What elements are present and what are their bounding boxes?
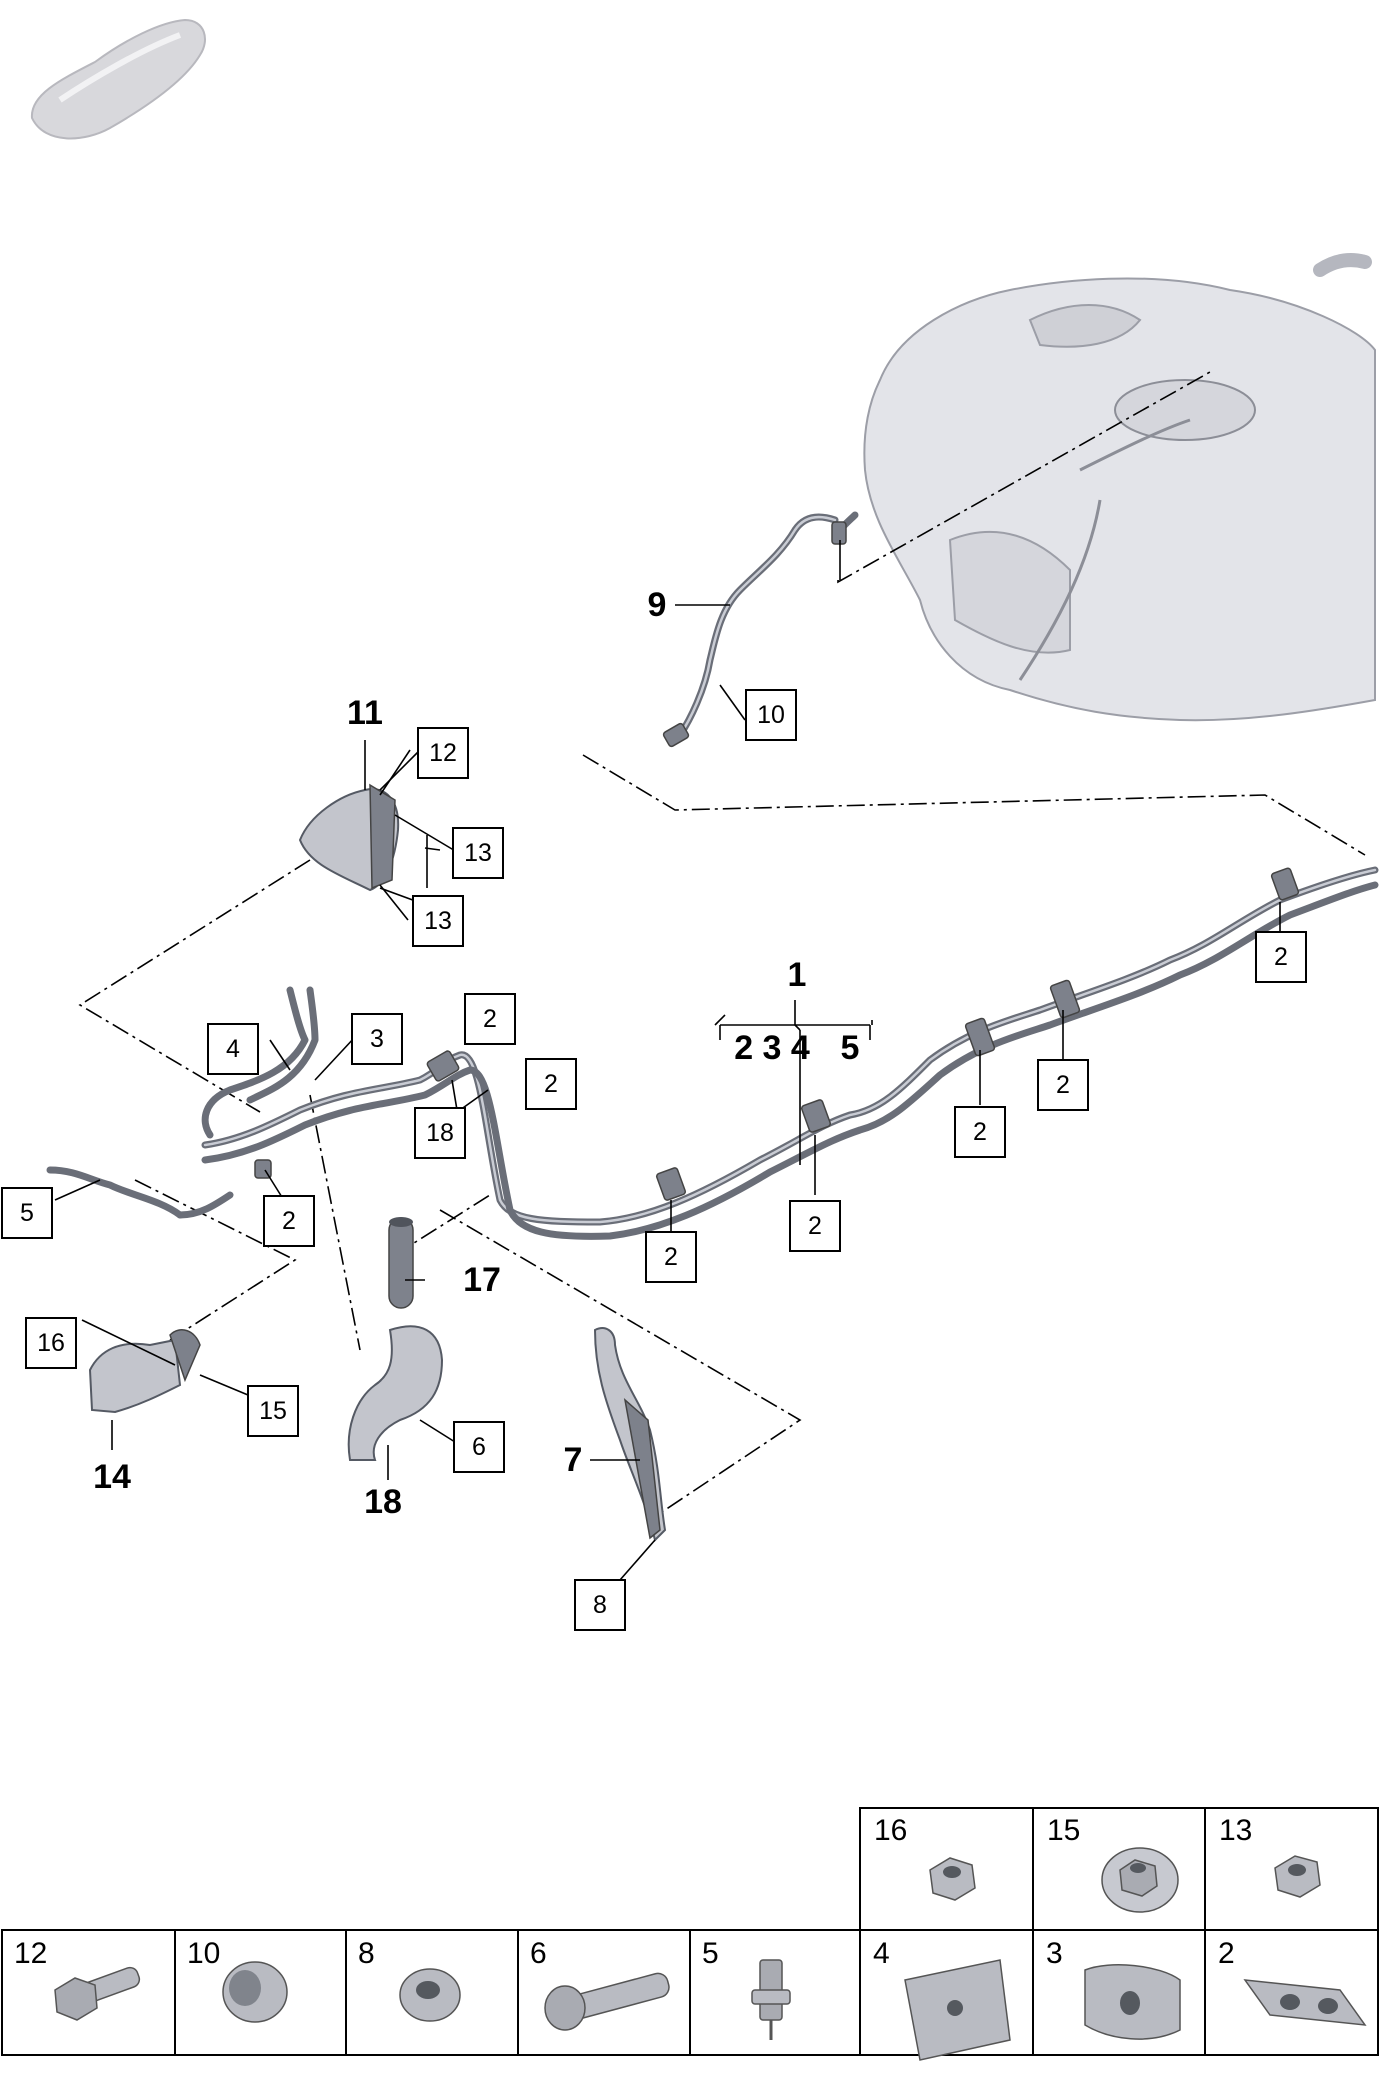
callout-13-upper: 13 <box>452 827 504 879</box>
fuel-tank <box>863 253 1376 722</box>
legend-label-13: 13 <box>1219 1814 1252 1847</box>
heat-shield-part-18 <box>347 1325 444 1461</box>
callout-16: 16 <box>25 1317 77 1369</box>
callout-7: 7 <box>564 1441 583 1479</box>
svg-text:10: 10 <box>757 701 785 729</box>
fuel-line-assembly <box>46 511 1379 1240</box>
svg-text:12: 12 <box>429 739 457 767</box>
legend-label-12: 12 <box>14 1937 47 1970</box>
svg-text:3: 3 <box>370 1025 384 1053</box>
callout-4: 4 <box>207 1023 259 1075</box>
svg-text:6: 6 <box>472 1433 486 1461</box>
legend-label-8: 8 <box>358 1937 375 1970</box>
bracket-part-11 <box>298 783 400 892</box>
legend-label-4: 4 <box>873 1937 890 1970</box>
connection-lines <box>78 371 1366 1521</box>
callout-14: 14 <box>93 1458 131 1496</box>
shield-part-7 <box>593 1327 667 1542</box>
legend-label-6: 6 <box>530 1937 547 1970</box>
callout-1-sub-a: 2 3 4 <box>734 1029 810 1067</box>
callout-3: 3 <box>351 1013 403 1065</box>
legend-label-2: 2 <box>1218 1937 1235 1970</box>
svg-text:8: 8 <box>593 1591 607 1619</box>
stud-part-6 <box>544 1972 670 2031</box>
svg-text:5: 5 <box>20 1199 34 1227</box>
bolt-part-12 <box>54 1966 141 2021</box>
callout-17: 17 <box>463 1261 501 1299</box>
svg-text:2: 2 <box>664 1243 678 1271</box>
svg-text:13: 13 <box>464 839 492 867</box>
callout-2-b: 2 <box>525 1058 577 1110</box>
legend-label-16: 16 <box>874 1814 907 1847</box>
clamp-part-4 <box>904 1959 1011 2061</box>
nut-part-13 <box>1274 1855 1321 1898</box>
callout-2-right: 2 <box>1255 931 1307 983</box>
callout-10: 10 <box>745 689 797 741</box>
svg-text:2: 2 <box>973 1118 987 1146</box>
callout-1-sub-b: 5 <box>841 1029 860 1067</box>
callout-2-f: 2 <box>789 1200 841 1252</box>
callout-13-lower: 13 <box>412 895 464 947</box>
callout-6: 6 <box>453 1421 505 1473</box>
legend-label-3: 3 <box>1046 1937 1063 1970</box>
callout-18-top: 18 <box>414 1107 466 1159</box>
svg-text:2: 2 <box>1274 943 1288 971</box>
callout-2-c: 2 <box>1037 1059 1089 1111</box>
callout-18: 18 <box>364 1483 402 1521</box>
holder-part-3 <box>1084 1964 1181 2040</box>
svg-text:2: 2 <box>808 1212 822 1240</box>
svg-text:4: 4 <box>226 1035 240 1063</box>
svg-text:18: 18 <box>426 1119 454 1147</box>
nut-part-16 <box>929 1857 976 1901</box>
legend-label-5: 5 <box>702 1937 719 1970</box>
hardware-legend: 16 15 13 12 10 8 6 5 4 3 2 <box>1 1807 1379 2061</box>
callout-2-d: 2 <box>954 1106 1006 1158</box>
bracket-part-14 <box>88 1329 201 1414</box>
callout-11: 11 <box>347 694 383 732</box>
callout-12: 12 <box>417 727 469 779</box>
clip-part-5 <box>751 1959 791 2040</box>
svg-text:2: 2 <box>483 1005 497 1033</box>
clip-part-2 <box>1243 1979 1367 2026</box>
car-silhouette-icon <box>30 18 206 140</box>
grommet-part-10 <box>222 1961 288 2023</box>
legend-label-10: 10 <box>187 1937 220 1970</box>
callout-15: 15 <box>247 1385 299 1437</box>
callout-2-a: 2 <box>464 993 516 1045</box>
legend-label-15: 15 <box>1047 1814 1080 1847</box>
svg-text:2: 2 <box>282 1207 296 1235</box>
nut-part-8 <box>399 1968 461 2022</box>
callout-8: 8 <box>574 1579 626 1631</box>
svg-text:15: 15 <box>259 1397 287 1425</box>
hose-part-17 <box>388 1217 414 1309</box>
flange-nut-part-15 <box>1101 1847 1179 1913</box>
callout-1: 1 <box>788 956 807 994</box>
svg-text:13: 13 <box>424 907 452 935</box>
callout-2-e: 2 <box>263 1195 315 1247</box>
callout-2-g: 2 <box>645 1231 697 1283</box>
svg-text:2: 2 <box>1056 1071 1070 1099</box>
callout-9: 9 <box>648 586 667 624</box>
svg-text:16: 16 <box>37 1329 65 1357</box>
leader-lines <box>54 540 1281 1581</box>
callout-5-left: 5 <box>1 1187 53 1239</box>
svg-text:2: 2 <box>544 1070 558 1098</box>
